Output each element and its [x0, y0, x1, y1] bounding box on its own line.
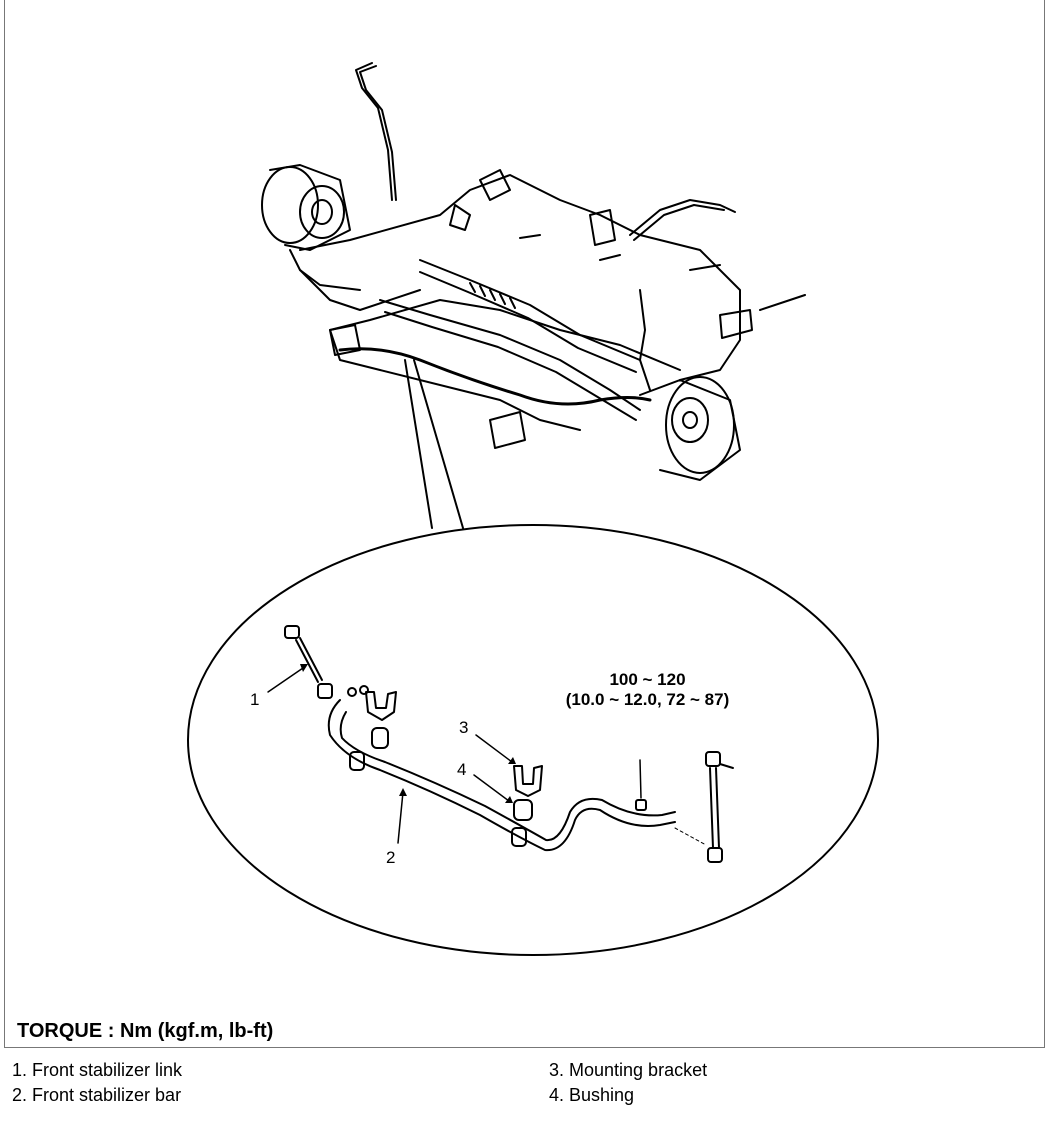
callout-1: 1	[250, 690, 260, 709]
legend-item-4: 4. Bushing	[549, 1085, 635, 1105]
callout-2: 2	[386, 848, 396, 867]
callout-2-leader	[397, 791, 404, 844]
assembly-guide-line	[674, 827, 707, 846]
callout-4: 4	[457, 760, 467, 779]
zoom-leader-right	[413, 359, 464, 529]
callout-4-leader	[473, 774, 510, 802]
torque-spec-nm: 100 ~ 120	[609, 670, 686, 689]
subframe-assembly-drawing	[261, 62, 806, 481]
legend-item-3: 3. Mounting bracket	[549, 1060, 708, 1080]
bushing-left	[371, 727, 389, 749]
diagram-frame	[4, 0, 1045, 1048]
callout-1-arrow	[300, 664, 308, 672]
torque-spec-kgf-lbft: (10.0 ~ 12.0, 72 ~ 87)	[565, 690, 730, 709]
callout-3-arrow	[508, 757, 516, 764]
front-stabilizer-link-right	[705, 751, 734, 863]
magnified-view-circle	[187, 524, 879, 956]
torque-unit-note: TORQUE : Nm (kgf.m, lb-ft)	[17, 1020, 274, 1042]
callout-2-arrow	[399, 788, 407, 796]
legend-item-1: 1. Front stabilizer link	[12, 1060, 183, 1080]
zoom-leader-left	[404, 359, 433, 529]
legend-item-2: 2. Front stabilizer bar	[12, 1085, 182, 1105]
callout-3-leader	[475, 734, 513, 763]
callout-4-arrow	[505, 796, 513, 803]
bushing-right	[513, 799, 533, 821]
torque-leader	[639, 759, 642, 799]
callout-1-leader	[267, 667, 304, 693]
mounting-bracket-left	[347, 685, 397, 721]
torque-spec: 100 ~ 120 (10.0 ~ 12.0, 72 ~ 87)	[545, 670, 750, 710]
nut	[635, 799, 647, 811]
callout-3: 3	[459, 718, 469, 737]
front-stabilizer-link-left	[284, 625, 333, 699]
mounting-bracket-right	[513, 765, 543, 797]
front-stabilizer-bar	[327, 699, 676, 852]
